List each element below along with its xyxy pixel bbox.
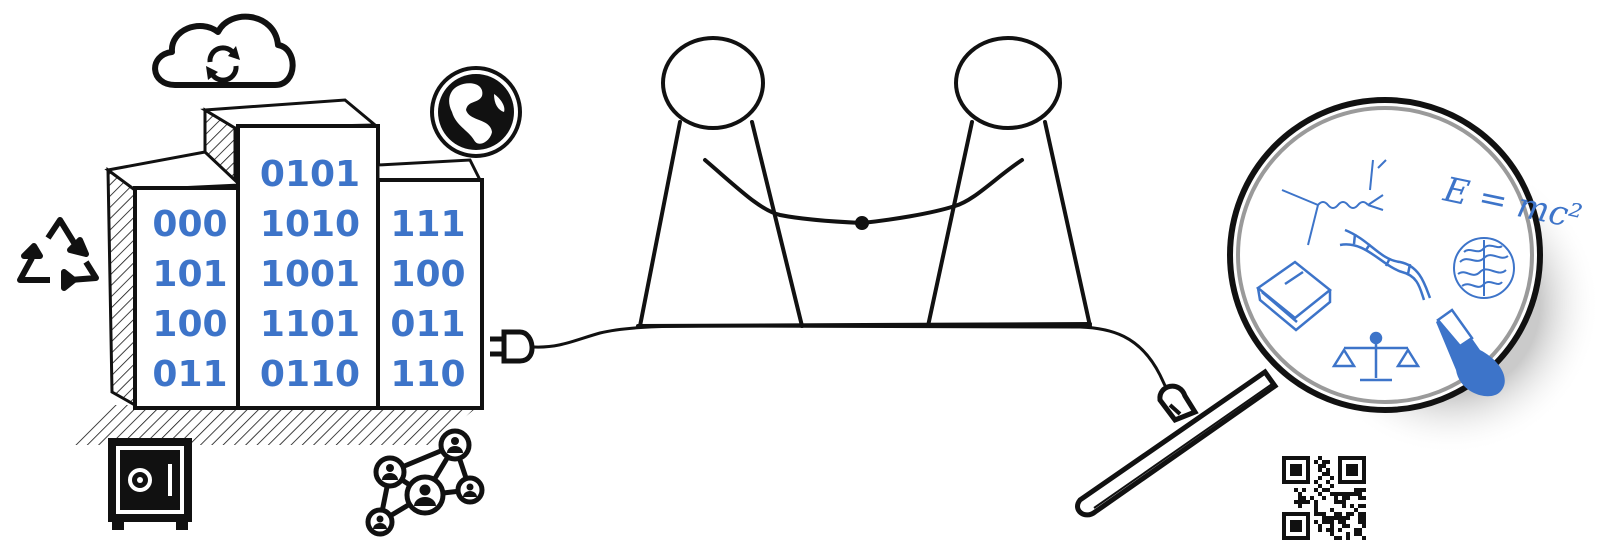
- qr-code-icon: [1282, 456, 1366, 540]
- plug-icon: [490, 332, 532, 361]
- data-cable: [534, 326, 1168, 392]
- left-person-arm: [705, 160, 862, 223]
- binary-text: 0101: [260, 154, 360, 195]
- left-person-head: [663, 38, 763, 128]
- binary-text: 110: [390, 354, 465, 395]
- binary-text: 1101: [260, 304, 360, 345]
- right-person-arm: [862, 160, 1022, 223]
- binary-text: 000: [152, 204, 227, 245]
- right-person-head: [956, 38, 1060, 128]
- socket-icon: [1160, 386, 1195, 420]
- binary-text: 1001: [260, 254, 360, 295]
- safe-icon: [108, 438, 192, 530]
- binary-text: 011: [152, 354, 227, 395]
- binary-text: 111: [390, 204, 465, 245]
- binary-text: 011: [390, 304, 465, 345]
- globe-icon: [432, 68, 520, 156]
- binary-text: 101: [152, 254, 227, 295]
- center-binary-column: 0101 1010 1001 1101 0110: [260, 154, 360, 395]
- handshake-figures: [638, 38, 1090, 326]
- recycle-icon: [20, 220, 96, 288]
- left-building-side: [108, 170, 135, 405]
- binary-text: 100: [390, 254, 465, 295]
- cloud-sync-icon: [155, 17, 293, 85]
- binary-text: 100: [152, 304, 227, 345]
- binary-text: 1010: [260, 204, 360, 245]
- binary-text: 0110: [260, 354, 360, 395]
- people-network-icon: [368, 431, 482, 534]
